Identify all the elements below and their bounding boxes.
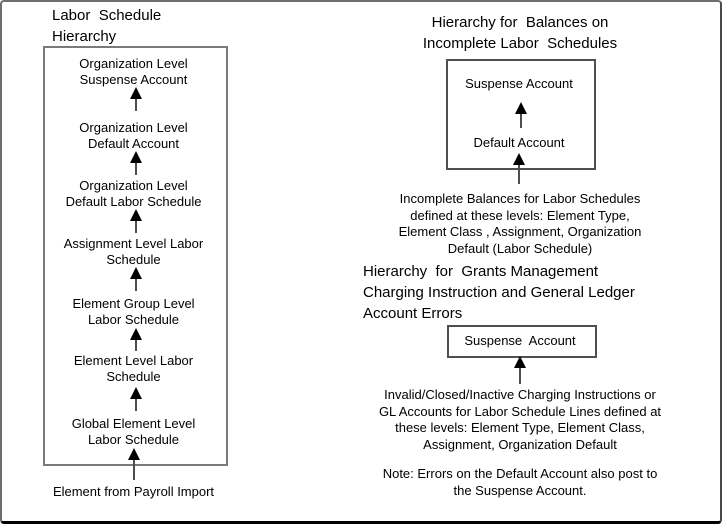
arrowhead-icon bbox=[129, 328, 142, 340]
arrowhead-icon bbox=[129, 387, 142, 399]
arrowhead-icon bbox=[129, 209, 142, 221]
arrowhead-icon bbox=[128, 448, 140, 460]
arrowhead-icon bbox=[513, 153, 525, 165]
up-arrow bbox=[515, 102, 527, 128]
node-org-level-suspense-account: Organization Level Suspense Account bbox=[79, 56, 188, 87]
up-arrow bbox=[513, 153, 525, 184]
node-global-element-level-labor-schedule: Global Element Level Labor Schedule bbox=[71, 416, 196, 447]
node-org-level-default-account: Organization Level Default Account bbox=[79, 120, 188, 151]
node-element-level-labor-schedule: Element Level Labor Schedule bbox=[73, 353, 194, 384]
left-hierarchy-box: Organization Level Suspense Account Orga… bbox=[43, 46, 228, 466]
arrowhead-icon bbox=[129, 87, 142, 99]
up-arrow bbox=[129, 151, 142, 175]
left-hierarchy-title: Labor Schedule Hierarchy bbox=[52, 7, 162, 45]
balances-title: Hierarchy for Balances on Incomplete Lab… bbox=[422, 14, 618, 52]
arrowhead-icon bbox=[129, 151, 142, 163]
balances-box: Suspense Account Default Account bbox=[446, 59, 596, 170]
up-arrow bbox=[129, 267, 142, 291]
grants-caption: Invalid/Closed/Inactive Charging Instruc… bbox=[378, 387, 662, 452]
up-arrow bbox=[129, 209, 142, 233]
up-arrow bbox=[129, 328, 142, 351]
node-element-group-level-labor-schedule: Element Group Level Labor Schedule bbox=[72, 296, 195, 327]
node-default-account: Default Account bbox=[473, 135, 565, 150]
node-grants-suspense-account: Suspense Account bbox=[464, 333, 576, 348]
up-arrow bbox=[129, 387, 142, 411]
grants-title: Hierarchy for Grants Management Charging… bbox=[363, 263, 635, 322]
balances-caption: Incomplete Balances for Labor Schedules … bbox=[398, 191, 642, 256]
payroll-import-label: Element from Payroll Import bbox=[52, 484, 215, 499]
node-assignment-level-labor-schedule: Assignment Level Labor Schedule bbox=[63, 236, 204, 267]
node-org-level-default-labor-schedule: Organization Level Default Labor Schedul… bbox=[65, 178, 202, 209]
grants-suspense-box: Suspense Account bbox=[447, 325, 597, 358]
note-text: Note: Errors on the Default Account also… bbox=[382, 466, 658, 498]
up-arrow bbox=[128, 448, 140, 480]
node-suspense-account: Suspense Account bbox=[465, 76, 573, 91]
up-arrow bbox=[129, 87, 142, 111]
arrowhead-icon bbox=[129, 267, 142, 279]
arrowhead-icon bbox=[515, 102, 527, 114]
arrowhead-icon bbox=[514, 356, 526, 368]
up-arrow bbox=[514, 356, 526, 384]
